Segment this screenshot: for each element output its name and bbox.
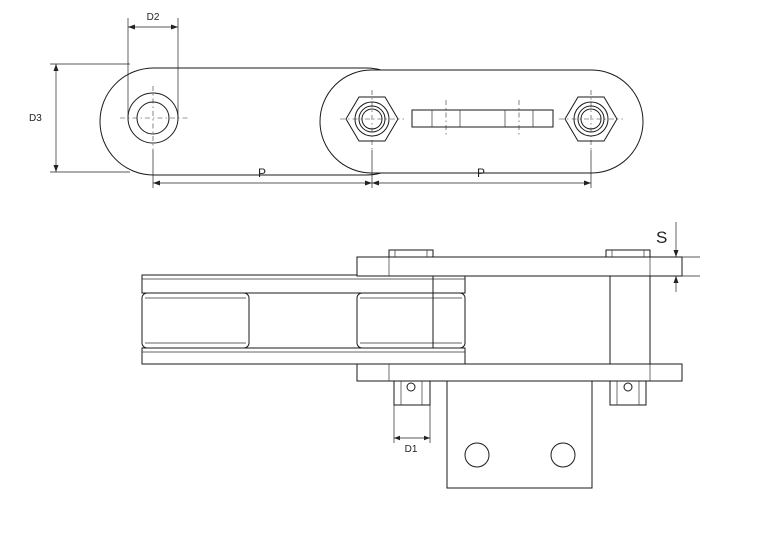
dimension-pitch: P P	[152, 150, 592, 188]
label-d1: D1	[405, 444, 418, 455]
pin-ends-bottom	[393, 380, 647, 406]
middle-hex-nut	[340, 90, 404, 150]
top-outer-plate	[141, 274, 466, 294]
dimension-s: S	[656, 222, 700, 292]
attachment-bracket	[446, 379, 593, 489]
dimension-d2: D2	[127, 12, 179, 118]
bottom-outer-plate	[141, 347, 466, 365]
side-view: S D1	[141, 222, 700, 489]
right-hex-nut	[559, 90, 623, 150]
label-d3: D3	[29, 113, 42, 124]
bracket-hole-left	[464, 442, 490, 468]
label-p-right: P	[477, 166, 485, 180]
pin-heads-top	[388, 249, 651, 258]
dimension-d1: D1	[393, 405, 431, 455]
attachment-bottom-plate	[356, 363, 683, 382]
right-pin	[609, 275, 651, 365]
left-roller	[141, 292, 250, 349]
slot-plate	[411, 100, 554, 137]
label-p-left: P	[258, 166, 266, 180]
label-d2: D2	[147, 12, 160, 23]
label-s: S	[656, 228, 667, 247]
bracket-hole-right	[550, 442, 576, 468]
dimension-d3: D3	[29, 63, 130, 173]
top-view: D2 D3 P P	[29, 12, 644, 188]
middle-roller	[356, 292, 466, 349]
right-link-plate	[319, 69, 644, 174]
attachment-top-plate	[356, 256, 683, 277]
